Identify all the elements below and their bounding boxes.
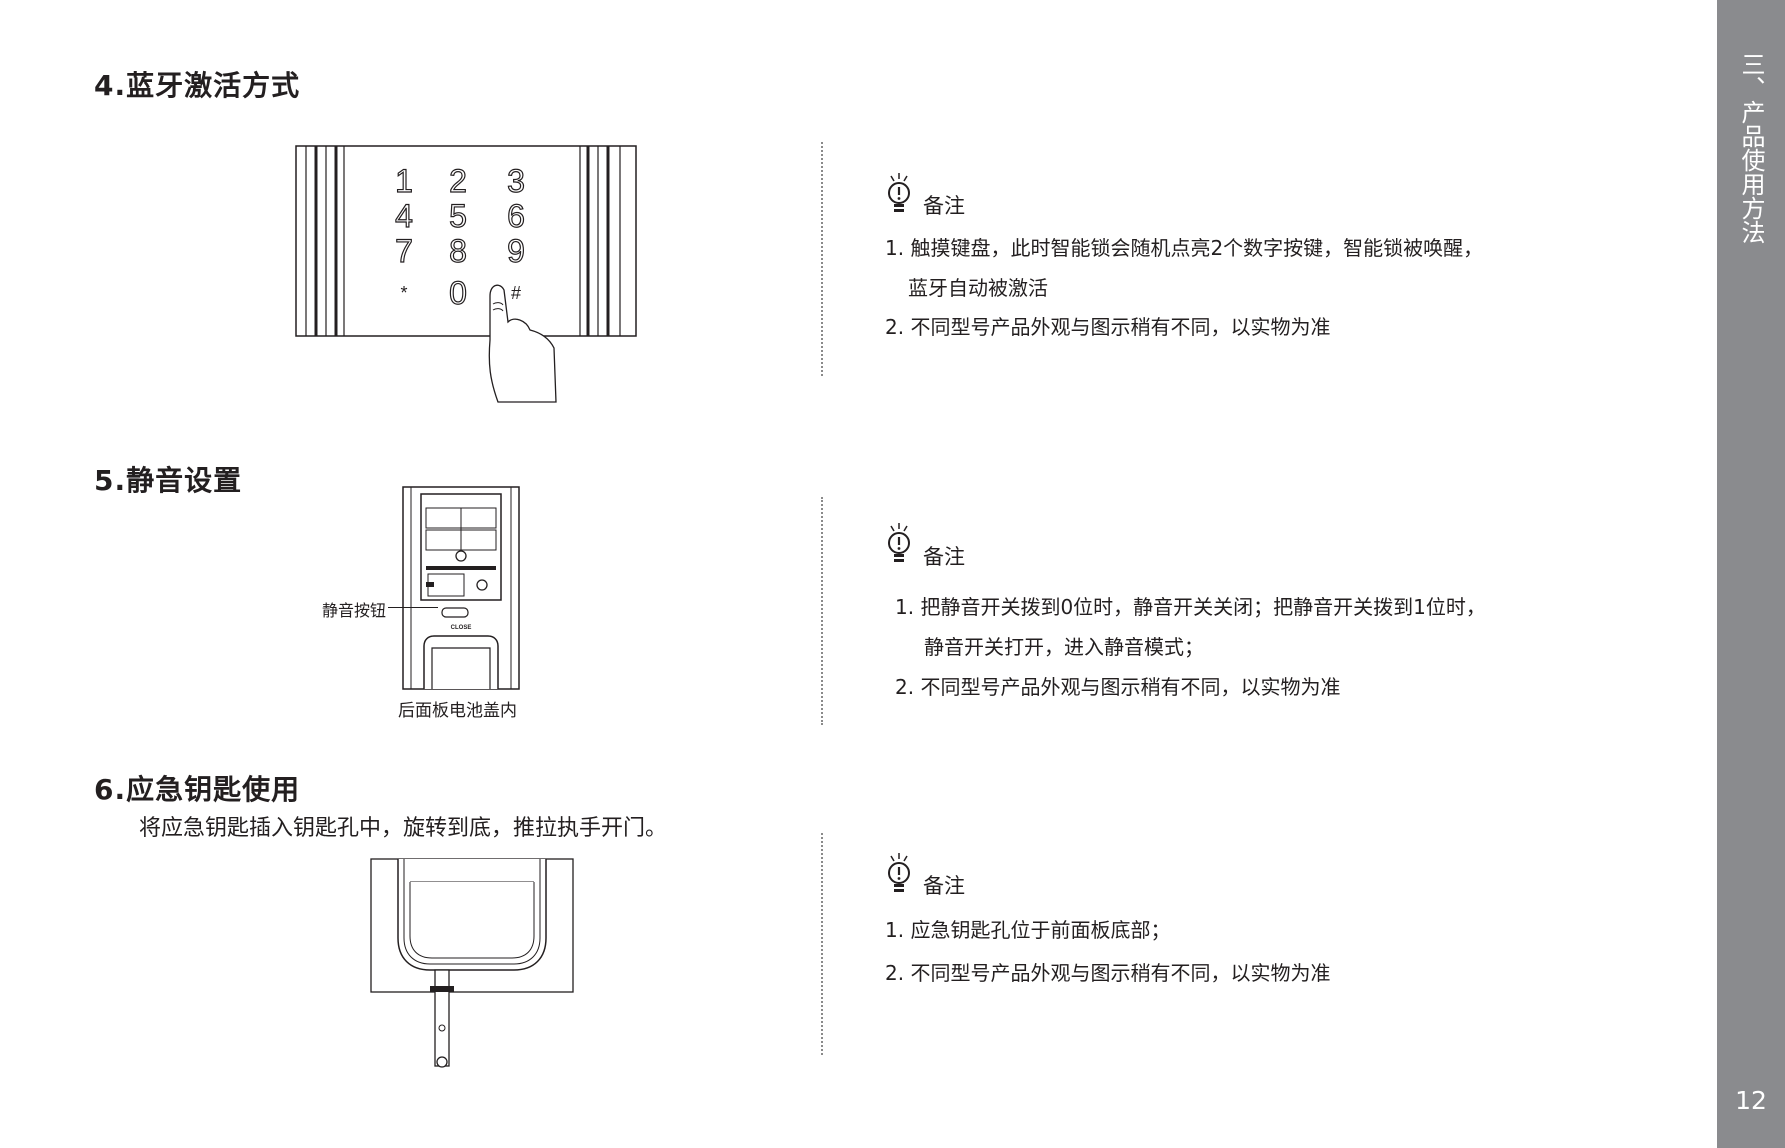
key-4: 4 (395, 198, 413, 234)
mute-button-label: 静音按钮 (322, 601, 387, 620)
note-4-title: 备注 (923, 194, 965, 218)
lightbulb-icon (888, 173, 910, 212)
key-5: 5 (449, 198, 467, 234)
section-5-heading: 5.静音设置 (94, 464, 243, 497)
close-label: CLOSE (451, 625, 472, 631)
lightbulb-icon (888, 523, 910, 562)
key-8: 8 (449, 233, 467, 269)
note-5-line-2: 静音开关打开，进入静音模式； (924, 635, 1204, 659)
key-9: 9 (507, 233, 525, 269)
divider-4 (821, 142, 823, 376)
note-5-line-3: 2. 不同型号产品外观与图示稍有不同，以实物为准 (895, 675, 1341, 699)
battery-cover-caption: 后面板电池盖内 (398, 701, 517, 721)
finger-icon (488, 284, 557, 403)
chapter-title: 三、产品使用方法 (1737, 52, 1765, 244)
lightbulb-icon (888, 853, 910, 892)
note-4-line-3: 2. 不同型号产品外观与图示稍有不同，以实物为准 (885, 315, 1331, 339)
divider-5 (821, 497, 823, 725)
section-4-heading: 4.蓝牙激活方式 (94, 69, 301, 102)
key-6: 6 (507, 198, 525, 234)
keypad-illustration: 1 2 3 4 5 6 7 8 9 0 * # (295, 145, 637, 403)
key-0: 0 (449, 275, 467, 311)
note-4-line-1: 1. 触摸键盘，此时智能锁会随机点亮2个数字按键，智能锁被唤醒， (885, 236, 1484, 260)
note-4-line-2: 蓝牙自动被激活 (908, 276, 1048, 300)
key-1: 1 (395, 163, 413, 199)
emergency-key-illustration (370, 858, 574, 1068)
chapter-sidebar: 三、产品使用方法 12 (1717, 0, 1785, 1148)
key-star: * (400, 283, 407, 303)
key-3: 3 (507, 163, 525, 199)
key-7: 7 (395, 233, 413, 269)
key-2: 2 (449, 163, 467, 199)
note-6-line-2: 2. 不同型号产品外观与图示稍有不同，以实物为准 (885, 961, 1331, 985)
key-hash: # (511, 283, 521, 303)
section-6-description: 将应急钥匙插入钥匙孔中，旋转到底，推拉执手开门。 (139, 816, 668, 841)
note-6-line-1: 1. 应急钥匙孔位于前面板底部； (885, 918, 1171, 942)
note-6-title: 备注 (923, 874, 965, 898)
page-number: 12 (1735, 1086, 1767, 1115)
note-5-line-1: 1. 把静音开关拨到0位时，静音开关关闭；把静音开关拨到1位时， (895, 595, 1486, 619)
divider-6 (821, 833, 823, 1055)
section-6-heading: 6.应急钥匙使用 (94, 773, 301, 806)
mute-callout-line (388, 607, 438, 608)
battery-panel-illustration: CLOSE (402, 486, 520, 690)
note-5-title: 备注 (923, 545, 965, 569)
